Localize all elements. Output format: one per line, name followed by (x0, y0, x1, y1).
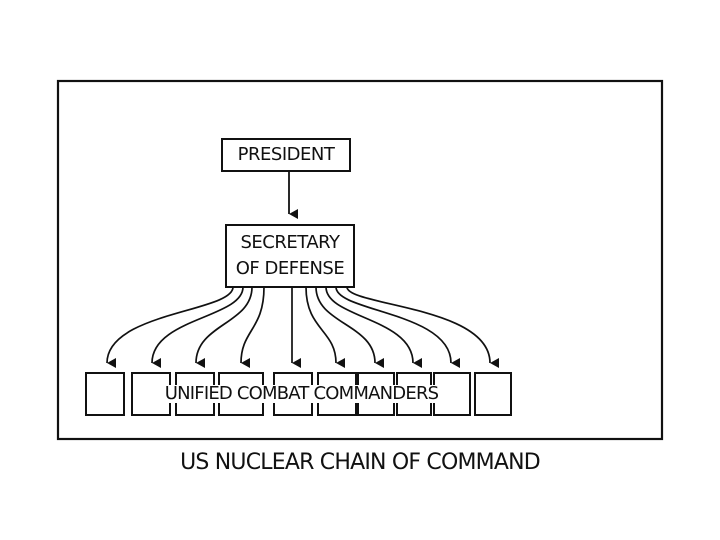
secdef-label-line2: OF DEFENSE (235, 258, 345, 279)
arrow-to-commander-7 (315, 286, 385, 368)
arrow-to-commander-10 (346, 286, 500, 368)
diagram-caption: US NUCLEAR CHAIN OF COMMAND (180, 450, 541, 475)
arrow-to-commander-4 (240, 286, 265, 369)
arrow-to-commander-1 (106, 286, 234, 369)
commander-box-1 (85, 372, 125, 416)
arrow-to-commander-8 (325, 286, 423, 368)
secdef-label-line1: SECRETARY (240, 232, 340, 253)
arrow-to-commander-2 (151, 286, 244, 369)
secdef-box (225, 224, 355, 288)
secdef-to-commanders-arrows (106, 286, 500, 369)
commander-box-10 (474, 372, 512, 416)
president-box (221, 138, 351, 172)
panel-border (56, 79, 664, 441)
arrow-to-commander-3 (195, 286, 253, 369)
president-label: PRESIDENT (237, 144, 335, 165)
unified-combat-commanders-label: UNIFIED COMBAT COMMANDERS (138, 385, 465, 403)
arrow-to-commander-9 (335, 286, 461, 368)
arrow-to-commander-6 (305, 286, 346, 368)
